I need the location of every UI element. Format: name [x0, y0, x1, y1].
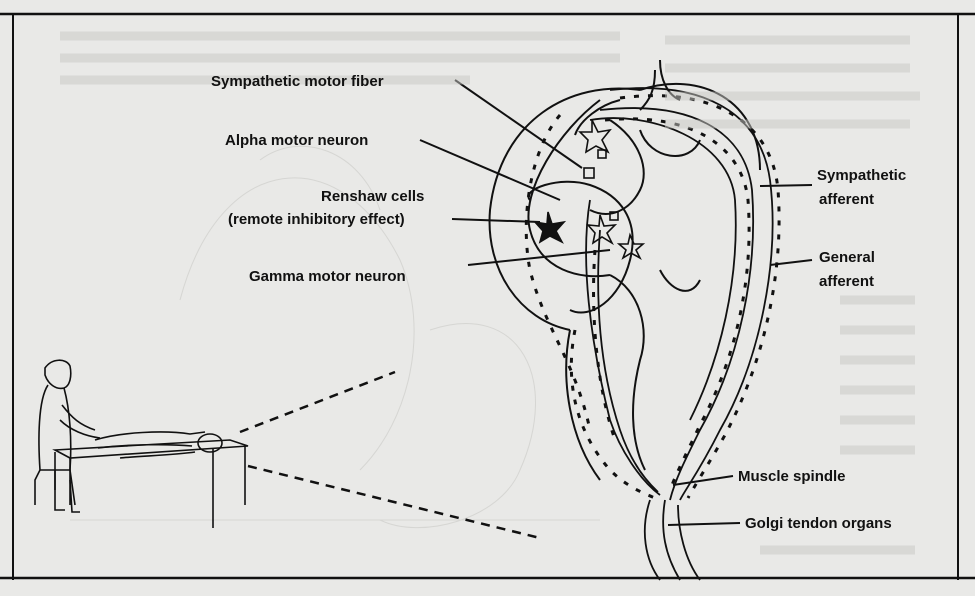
label-sympathetic-motor-fiber: Sympathetic motor fiber — [211, 72, 384, 91]
label-renshaw-effect: (remote inhibitory effect) — [228, 210, 405, 229]
label-muscle-spindle: Muscle spindle — [738, 467, 846, 486]
label-gamma-motor-neuron: Gamma motor neuron — [249, 267, 406, 286]
label-alpha-motor-neuron: Alpha motor neuron — [225, 131, 368, 150]
label-general-afferent: General — [819, 248, 875, 267]
label-sympathetic-afferent-2: afferent — [819, 190, 874, 209]
label-golgi-tendon-organs: Golgi tendon organs — [745, 514, 892, 533]
label-general-afferent-2: afferent — [819, 272, 874, 291]
label-sympathetic-afferent: Sympathetic — [817, 166, 906, 185]
label-renshaw-cells: Renshaw cells — [321, 187, 424, 206]
